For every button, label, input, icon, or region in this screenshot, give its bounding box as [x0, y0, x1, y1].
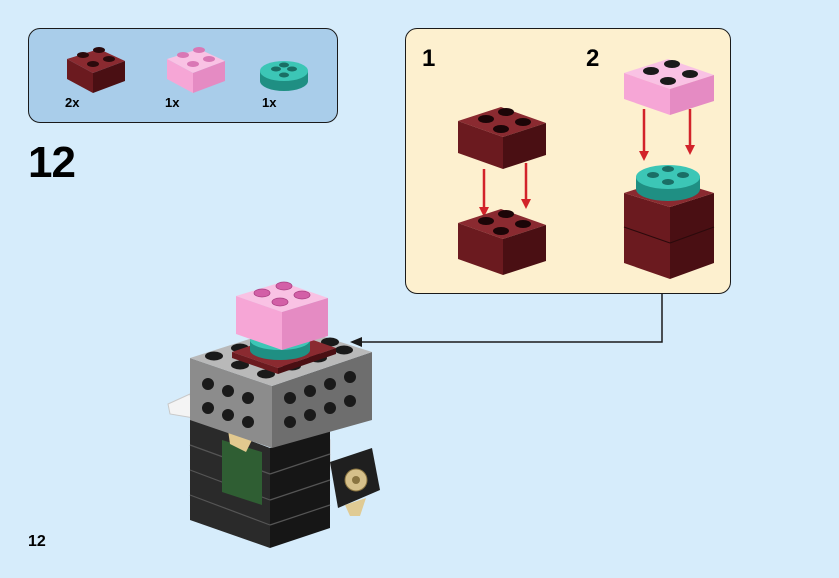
part-qty: 1x: [262, 95, 277, 110]
part-qty: 2x: [65, 95, 80, 110]
dark-red-2x2-brick-icon: [59, 37, 129, 97]
parts-list-box: 2x 1x 1x: [28, 28, 338, 123]
teal-round-plate-icon: [254, 37, 324, 97]
part-qty: 1x: [165, 95, 180, 110]
dark-red-brick-bottom: [458, 209, 546, 275]
step-number: 12: [28, 138, 76, 187]
page-number: 12: [28, 533, 46, 550]
dark-red-brick-top: [458, 107, 546, 169]
pink-2x2-brick-icon: [159, 37, 229, 97]
substep-callout-box: 1 2: [405, 28, 731, 294]
teal-round-plate: [636, 165, 700, 201]
substep-number: 1: [422, 45, 436, 72]
substep-illustration: [458, 59, 715, 279]
substep-number: 2: [586, 45, 600, 72]
pink-brick: [624, 59, 714, 115]
